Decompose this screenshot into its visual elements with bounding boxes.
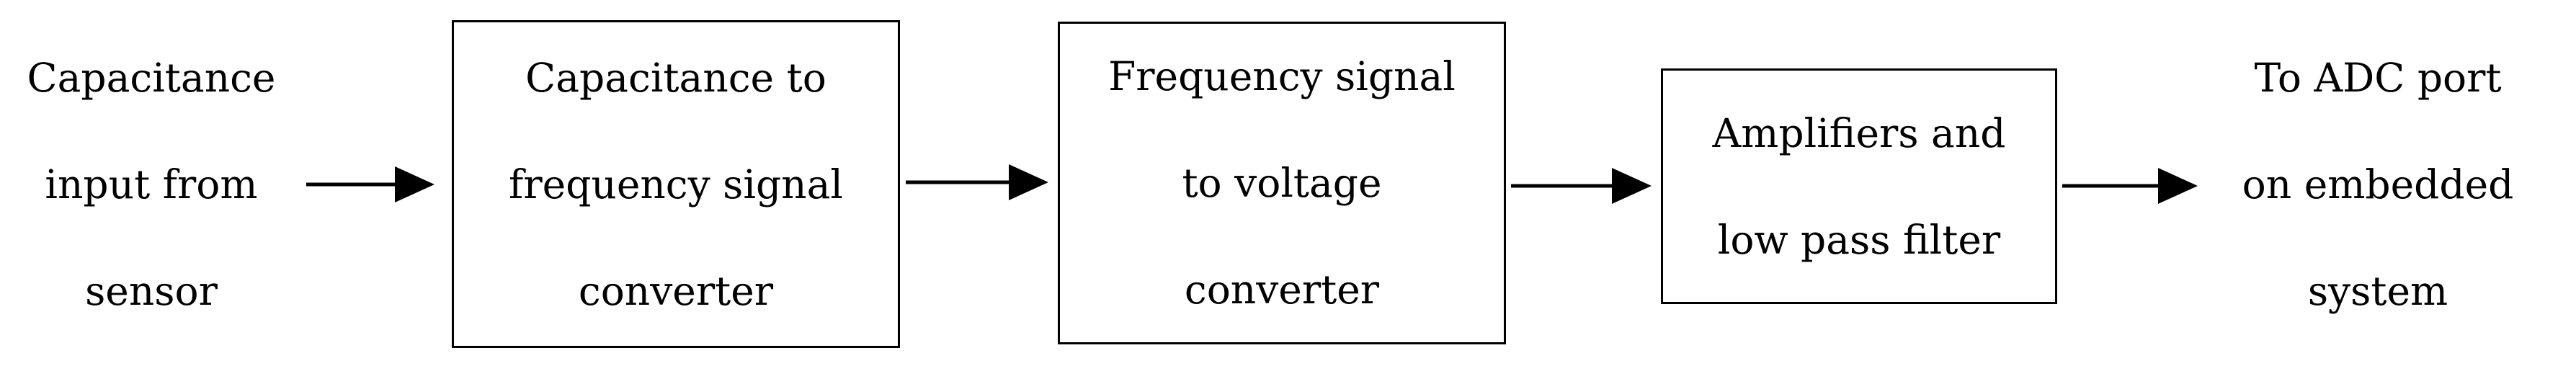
output-label-line-3: system xyxy=(2307,268,2448,314)
arrow-block-3-to-output xyxy=(2062,168,2198,204)
output-label-line-1: To ADC port xyxy=(2254,55,2502,101)
capacitance-to-frequency-converter-block: Capacitance to frequency signal converte… xyxy=(452,20,900,348)
block-1-line-2: frequency signal xyxy=(509,161,843,207)
output-label-line-2: on embedded xyxy=(2242,161,2514,207)
input-label-line-1: Capacitance xyxy=(27,55,276,101)
arrow-block-2-to-block-3 xyxy=(1511,168,1652,204)
block-1-line-3: converter xyxy=(578,267,774,314)
block-2-line-3: converter xyxy=(1184,267,1380,313)
block-2-line-2: to voltage xyxy=(1182,160,1382,206)
output-label: To ADC port on embedded system xyxy=(2191,24,2565,344)
amplifiers-and-low-pass-filter-block: Amplifiers and low pass filter xyxy=(1661,68,2057,304)
input-label-line-3: sensor xyxy=(85,268,218,314)
block-3-line-1: Amplifiers and xyxy=(1712,110,2006,156)
input-label-line-2: input from xyxy=(45,161,258,207)
input-label: Capacitance input from sensor xyxy=(0,24,303,344)
block-1-line-1: Capacitance to xyxy=(525,54,826,101)
block-2-line-1: Frequency signal xyxy=(1108,53,1456,99)
arrow-block-1-to-block-2 xyxy=(906,164,1048,200)
block-3-line-2: low pass filter xyxy=(1717,216,2001,263)
arrow-input-to-block-1 xyxy=(306,166,434,202)
frequency-to-voltage-converter-block: Frequency signal to voltage converter xyxy=(1058,22,1506,344)
